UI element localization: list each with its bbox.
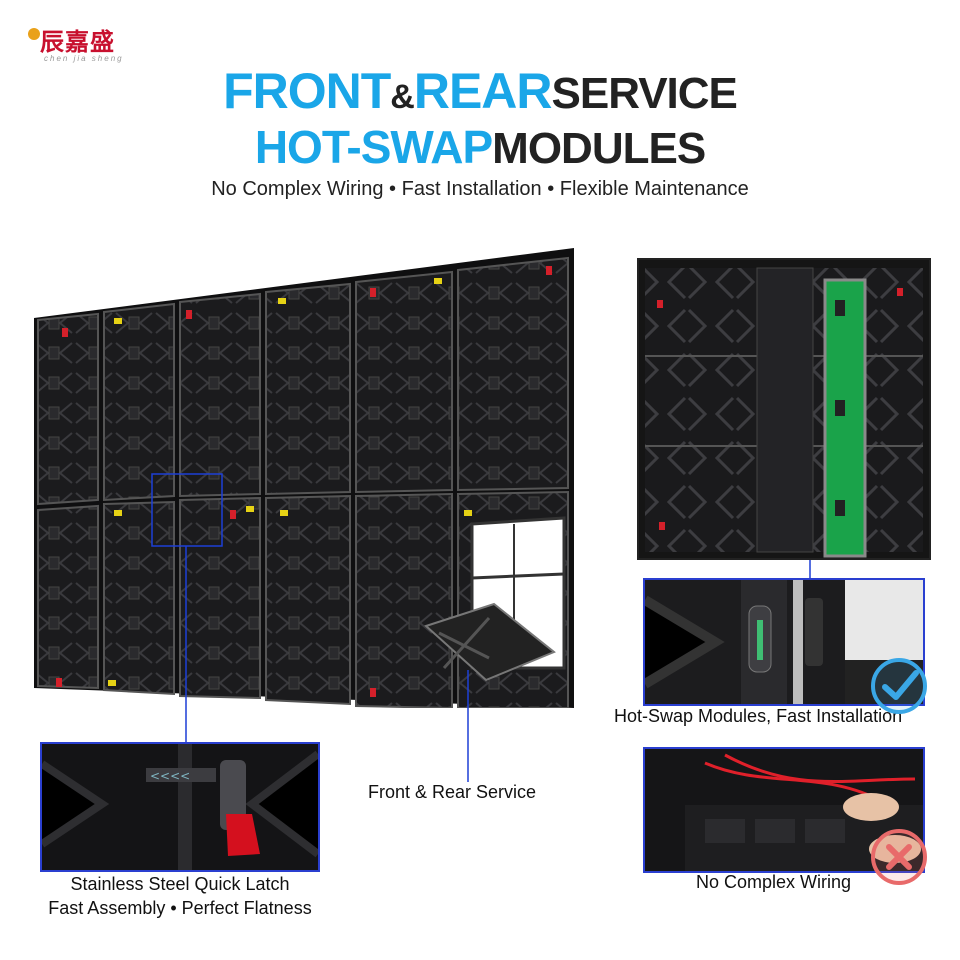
headline-rear: REAR — [413, 63, 553, 119]
headline-front: FRONT — [223, 63, 391, 119]
logo-mark-icon — [28, 28, 40, 40]
svg-text:<<<<: <<<< — [150, 769, 190, 783]
headline-amp: & — [390, 78, 415, 116]
headline-hotswap: HOT-SWAP — [254, 121, 493, 173]
no-wiring-caption: No Complex Wiring — [696, 872, 852, 892]
cabinet-rear-image — [637, 258, 931, 560]
headline-line2: HOT-SWAPMODULES — [0, 120, 960, 174]
subtitle: No Complex Wiring • Fast Installation • … — [211, 178, 749, 200]
brand-name-pinyin: chen jia sheng — [44, 54, 124, 63]
no-complex-wiring-closeup — [643, 747, 925, 873]
latch-caption: Stainless Steel Quick Latch Fast Assembl… — [0, 872, 360, 920]
headline-line1: FRONT&REARSERVICE — [0, 62, 960, 120]
hot-swap-caption: Hot-Swap Modules, Fast Installation — [614, 706, 903, 726]
brand-name-cn: 辰嘉盛 — [40, 27, 115, 56]
headline-modules: MODULES — [492, 124, 706, 173]
front-rear-service-label: Front & Rear Service — [368, 782, 537, 802]
latch-caption-line2: Fast Assembly • Perfect Flatness — [48, 898, 312, 918]
hot-swap-closeup — [643, 578, 925, 706]
check-icon — [868, 655, 930, 717]
quick-latch-closeup: <<<< — [40, 742, 320, 872]
x-icon — [868, 826, 930, 888]
latch-caption-line1: Stainless Steel Quick Latch — [70, 874, 290, 894]
headline-service: SERVICE — [551, 69, 738, 118]
led-wall-rear-image — [34, 248, 578, 708]
brand-logo: 辰嘉盛 chen jia sheng — [26, 22, 136, 72]
